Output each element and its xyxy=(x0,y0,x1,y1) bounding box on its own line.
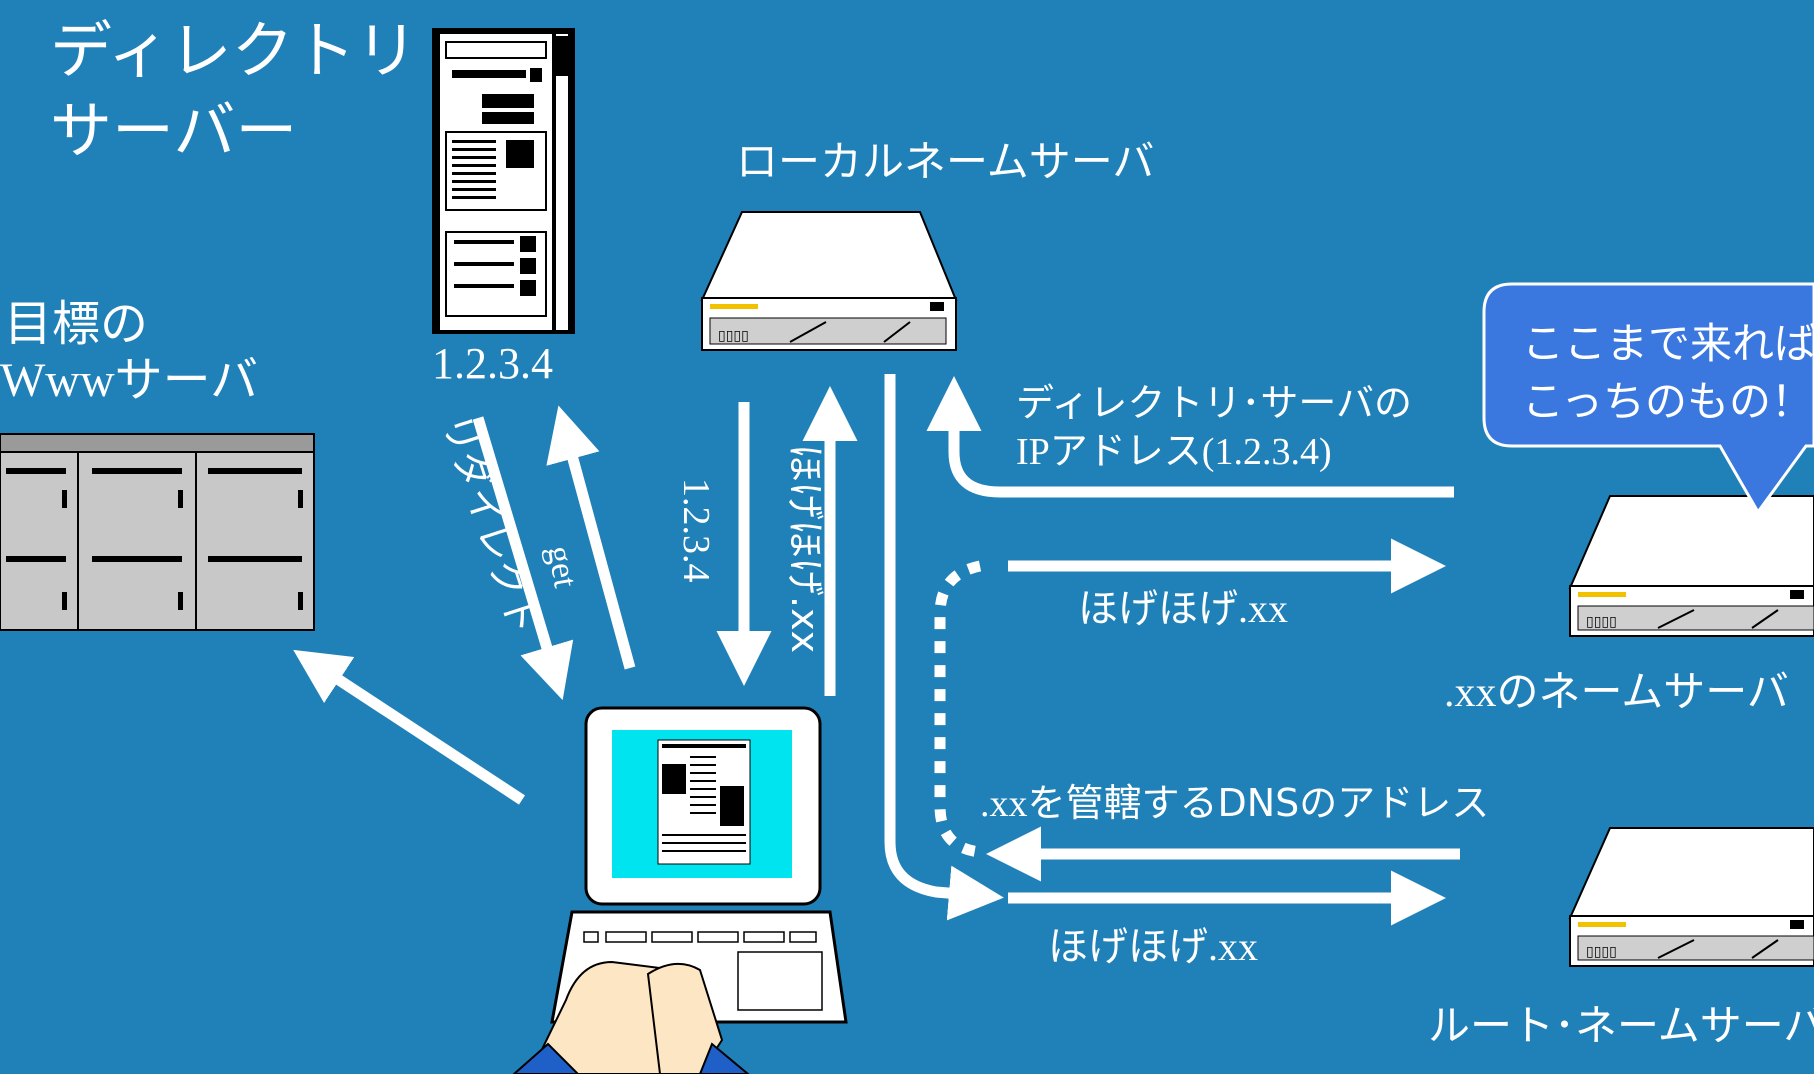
query-xx-label: ほげほげ.xx xyxy=(1078,586,1288,632)
directory-server-label-line2: サーバー xyxy=(50,94,297,167)
speech-bubble-line2: こっちのもの！ xyxy=(1522,377,1813,426)
root-reply-label-suffix: を管轄するDNSのアドレス xyxy=(1028,781,1490,825)
query-root-label: ほげほげ.xx xyxy=(1048,924,1258,970)
target-label-server: サーバ xyxy=(115,352,259,408)
www-server-icon xyxy=(0,433,315,631)
target-label-line1: 目標の xyxy=(4,296,148,352)
speech-bubble: ここまで来れば こっちのもの！ xyxy=(1482,282,1814,515)
get-label: get xyxy=(540,543,584,591)
arrow-redirect xyxy=(472,416,574,701)
local-name-server-label: ローカルネームサーバ xyxy=(736,137,1154,186)
client-computer-icon xyxy=(512,706,848,1074)
svg-text:▯▯▯▯: ▯▯▯▯ xyxy=(718,328,749,344)
target-label-www: Www xyxy=(0,354,115,407)
root-name-server-label: ルート･ネームサーバ xyxy=(1428,1001,1814,1050)
arrow-get xyxy=(546,405,636,670)
dotted-referral-line xyxy=(934,560,982,858)
arrow-dir-reply xyxy=(926,376,1454,498)
dir-reply-label-line2: IPアドレス(1.2.3.4) xyxy=(1016,431,1332,473)
root-reply-label: .xxを管轄するDNSのアドレス xyxy=(980,781,1489,825)
xx-name-server-icon: ▯▯▯▯ xyxy=(1568,495,1814,637)
query-root-label-prefix: ほげほげ xyxy=(1048,924,1208,970)
local-name-server-icon: ▯▯▯▯ xyxy=(700,211,958,351)
dir-reply-label-line1: ディレクトリ･サーバの xyxy=(1016,381,1412,425)
query-xx-label-suffix: .xx xyxy=(1238,586,1288,631)
svg-text:▯▯▯▯: ▯▯▯▯ xyxy=(1586,614,1617,630)
root-name-server-icon: ▯▯▯▯ xyxy=(1568,827,1814,967)
xx-name-server-label: .xxのネームサーバ xyxy=(1444,667,1789,716)
svg-text:▯▯▯▯: ▯▯▯▯ xyxy=(1586,944,1617,960)
query-root-label-suffix: .xx xyxy=(1208,924,1258,969)
root-reply-label-prefix: .xx xyxy=(980,783,1028,825)
speech-bubble-line1: ここまで来れば xyxy=(1522,319,1814,368)
target-label-line2: Wwwサーバ xyxy=(0,352,258,408)
arrow-local-to-root xyxy=(884,374,1004,921)
arrow-client-to-www xyxy=(293,649,526,805)
query-local-label: ほげほげ.xx xyxy=(783,444,827,653)
directory-server-icon xyxy=(432,28,575,334)
xx-name-server-label-prefix: .xx xyxy=(1444,670,1497,716)
directory-server-ip: 1.2.3.4 xyxy=(432,339,553,388)
query-xx-label-prefix: ほげほげ xyxy=(1078,586,1238,632)
xx-name-server-label-suffix: のネームサーバ xyxy=(1497,667,1789,716)
ip-answer-label: 1.2.3.4 xyxy=(675,478,717,583)
directory-server-label-line1: ディレクトリ xyxy=(50,14,418,87)
